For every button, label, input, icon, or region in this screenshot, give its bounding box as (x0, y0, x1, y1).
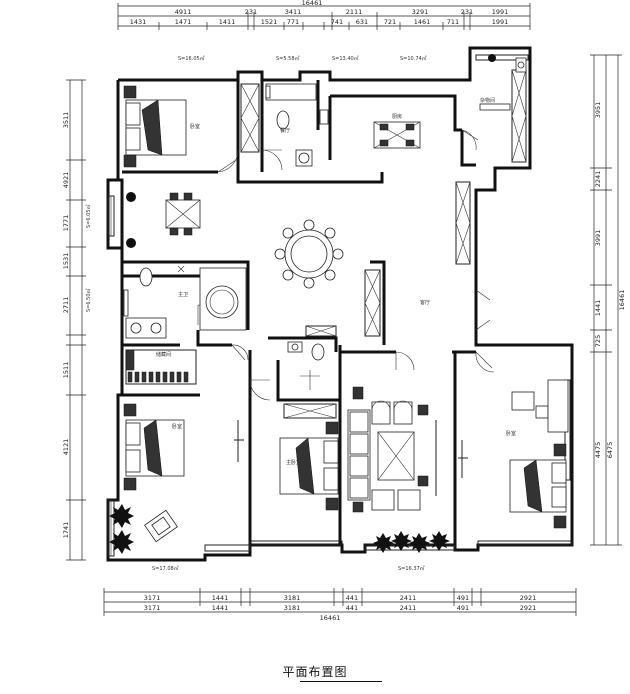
tv-lines (234, 420, 468, 496)
bed-master (279, 421, 339, 511)
left-dim-8: 4121 (62, 439, 70, 456)
lounge-chair (144, 509, 178, 543)
bed-bottom-right (509, 443, 567, 529)
left-dim-4: 1531 (62, 253, 70, 270)
bottom-dim-8: 491 (457, 594, 469, 602)
bottom-sub-dim-1: 3171 (144, 604, 161, 612)
area-note-8: S=16.37㎡ (398, 565, 425, 572)
bed-bottom-left (123, 403, 185, 491)
kitchen-island (373, 121, 421, 149)
top-sub-dim-12: 721 (384, 18, 396, 26)
label-bed-top-left: 卧室 (190, 123, 200, 130)
label-master-bedroom: 主卧室 (286, 459, 301, 466)
area-note-4: S=10.74㎡ (400, 55, 427, 62)
label-bed-bottom-right: 卧室 (506, 430, 516, 437)
area-note-5: S=6.05㎡ (85, 205, 92, 229)
bottom-dim-1: 3171 (144, 594, 161, 602)
label-master-bath: 主卫 (178, 291, 188, 298)
top-dim-6: 231 (461, 8, 473, 16)
bed-top-left (123, 85, 187, 168)
left-dim-5: 2711 (62, 297, 70, 314)
left-dim-3: 1771 (62, 215, 70, 232)
bottom-dimension-lines: 3171 1441 3181 441 2411 491 2921 3171 14… (103, 588, 577, 622)
label-living: 客厅 (420, 299, 430, 306)
bottom-total-dim: 16461 (320, 614, 341, 622)
desk-br (511, 379, 569, 433)
top-sub-dim-16: 1991 (492, 18, 509, 26)
right-dim-2: 2241 (594, 171, 602, 188)
left-dim-7: 1511 (62, 362, 70, 379)
top-sub-dim-2: 1471 (175, 18, 192, 26)
bottom-dim-10: 2921 (520, 594, 537, 602)
top-sub-dim-9: 741 (331, 18, 343, 26)
top-sub-dim-5: 1521 (261, 18, 278, 26)
left-dimension-lines: 3511 4921 1771 1531 2711 1511 4121 1741 (62, 79, 86, 561)
left-dim-9: 1741 (62, 522, 70, 539)
top-sub-dim-14: 711 (447, 18, 459, 26)
bottom-dim-4: 3181 (284, 594, 301, 602)
left-dim-1: 3511 (62, 112, 70, 129)
label-bed-bottom-left: 卧室 (172, 423, 182, 430)
right-dim-3: 3991 (594, 230, 602, 247)
top-dim-2: 231 (245, 8, 257, 16)
top-dim-7: 1991 (492, 8, 509, 16)
bathroom-top (265, 83, 329, 167)
windows (107, 54, 573, 557)
top-sub-dim-13: 1461 (414, 18, 431, 26)
top-dim-1: 4911 (175, 8, 192, 16)
center-bath (287, 341, 325, 390)
left-dim-2: 4921 (62, 172, 70, 189)
top-sub-dim-1: 1431 (130, 18, 147, 26)
top-dim-4: 2111 (346, 8, 363, 16)
bottom-dim-7: 2411 (400, 594, 417, 602)
bottom-sub-dim-4: 3181 (284, 604, 301, 612)
top-sub-dim-10: 631 (356, 18, 368, 26)
right-dim-1: 3951 (594, 102, 602, 119)
area-note-2: S=5.58㎡ (276, 55, 300, 62)
living-room-sofas (347, 386, 429, 513)
page-title: 平面布置图 (282, 665, 348, 679)
bottom-dim-2: 1441 (212, 594, 229, 602)
area-note-6: S=6.50㎡ (85, 289, 92, 313)
bottom-sub-dim-7: 2411 (400, 604, 417, 612)
label-kitchen: 厨房 (392, 113, 402, 120)
plants (109, 54, 496, 554)
wardrobes (125, 69, 527, 419)
title-underline (300, 681, 382, 682)
area-notes: S=16.05㎡ S=5.58㎡ S=13.40㎡ S=10.74㎡ S=6.0… (85, 55, 427, 572)
right-dim-5: 725 (594, 335, 602, 347)
label-store: 储藏间 (156, 351, 171, 358)
top-dim-5: 3291 (412, 8, 429, 16)
room-labels: 卧室 主卫 储藏间 卧室 主卧室 客厅 卧室 厨房 杂物间 餐厅 (156, 97, 516, 466)
top-sub-dim-6: 771 (287, 18, 299, 26)
top-dimension-lines: 16461 4911 231 3411 2111 3291 231 1991 1… (117, 0, 531, 30)
right-dim-6: 4475 (594, 442, 602, 459)
bottom-dim-6: 441 (346, 594, 358, 602)
label-dining: 餐厅 (280, 127, 290, 134)
bottom-sub-dim-8: 491 (457, 604, 469, 612)
area-note-3: S=13.40㎡ (332, 55, 359, 62)
right-dim-total: 16461 (618, 290, 626, 311)
bottom-sub-dim-10: 2921 (520, 604, 537, 612)
top-total-dim: 16461 (302, 0, 323, 7)
right-dimension-lines: 3951 2241 3991 1441 725 4475 6475 16461 (590, 54, 626, 546)
master-bath (123, 265, 247, 339)
round-dining-table (274, 219, 344, 289)
dining-table-small (126, 192, 201, 248)
balcony-fixtures (479, 57, 527, 111)
bottom-sub-dim-6: 441 (346, 604, 358, 612)
label-shop: 杂物间 (480, 97, 495, 104)
top-sub-dim-3: 1411 (219, 18, 236, 26)
doors (197, 129, 495, 401)
right-dim-7: 6475 (606, 442, 614, 459)
bottom-sub-dim-2: 1441 (212, 604, 229, 612)
interior-walls (122, 80, 476, 545)
area-note-1: S=16.05㎡ (178, 55, 205, 62)
area-note-7: S=17.08㎡ (152, 565, 179, 572)
top-dim-3: 3411 (285, 8, 302, 16)
right-dim-4: 1441 (594, 300, 602, 317)
